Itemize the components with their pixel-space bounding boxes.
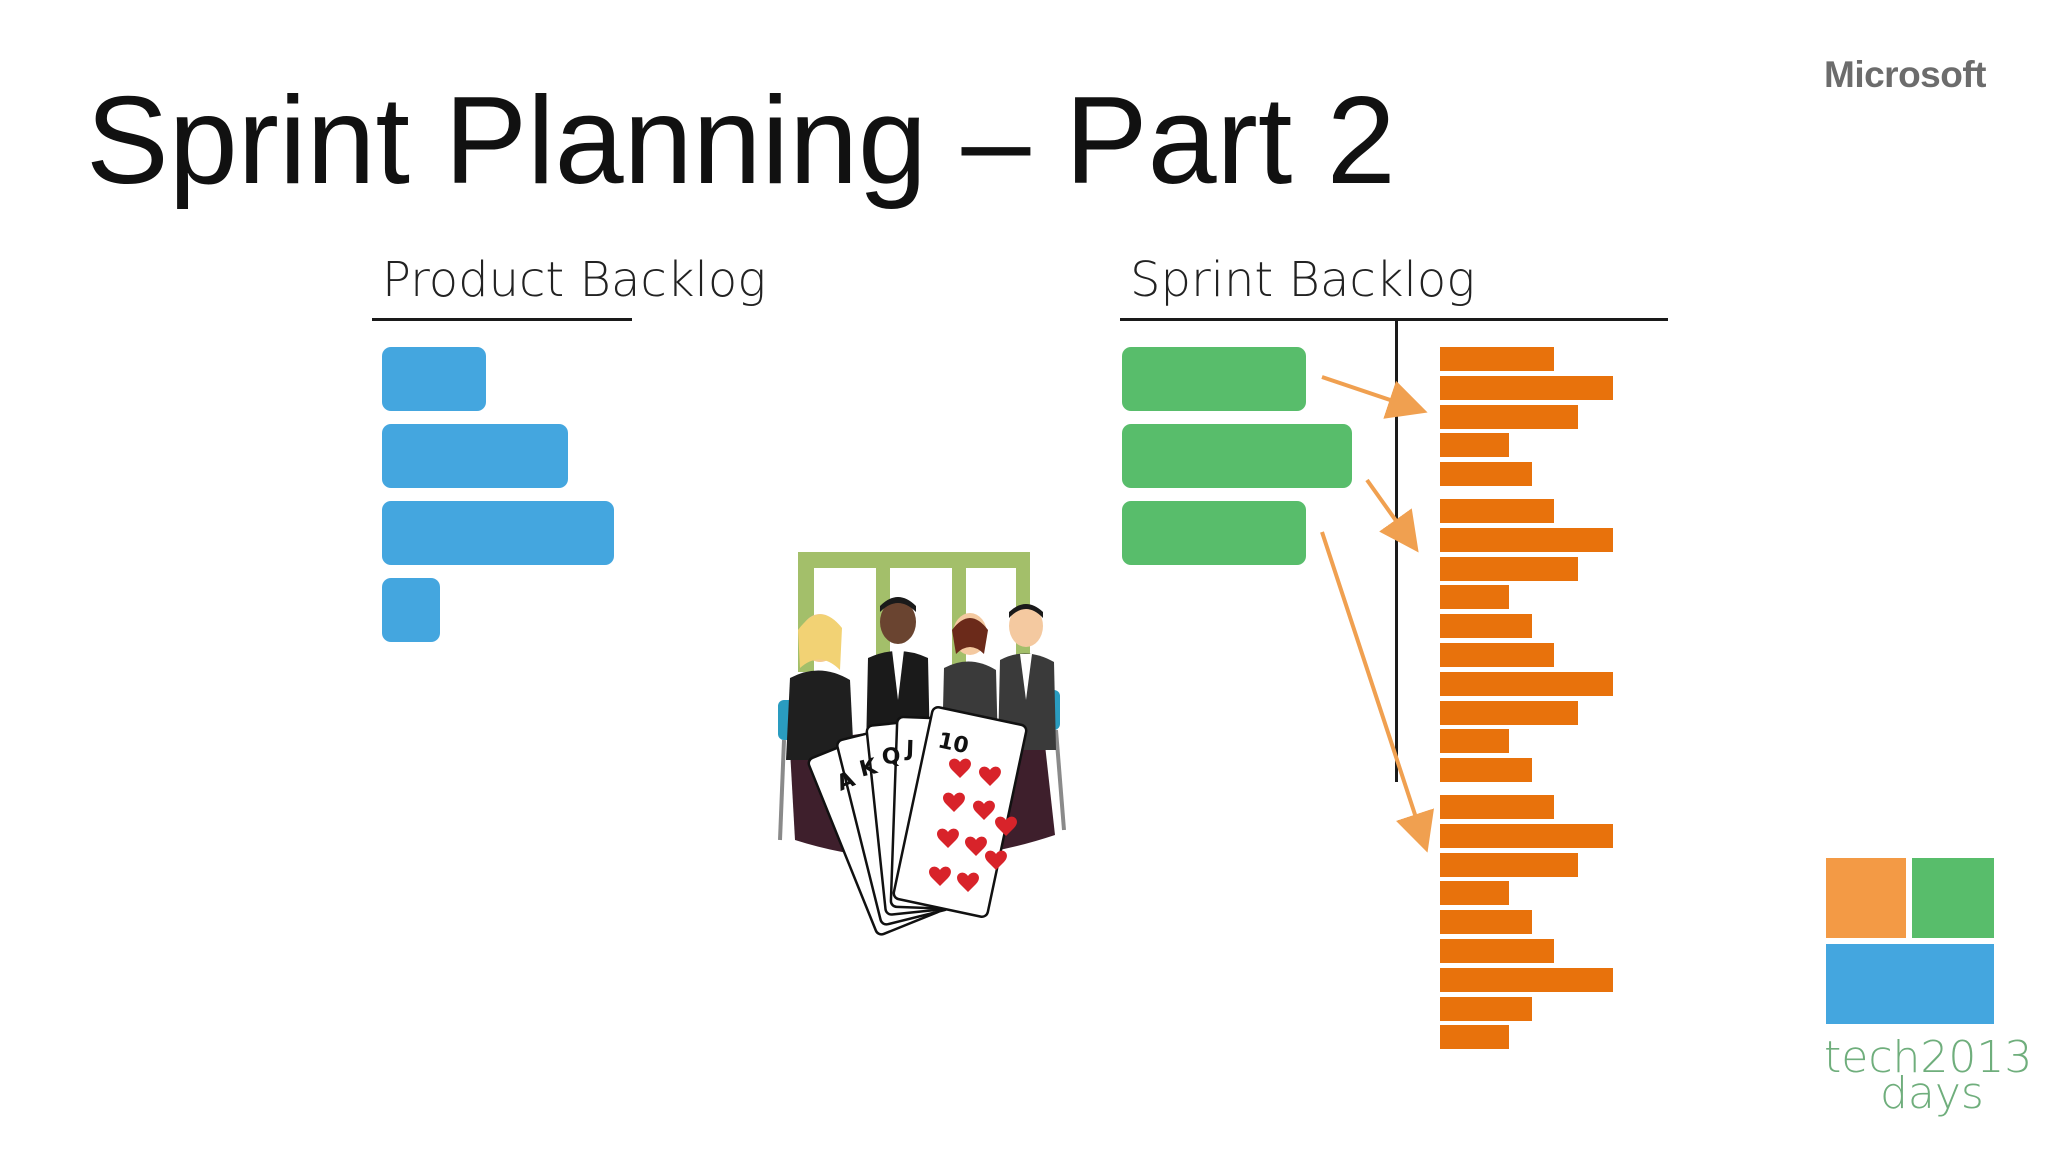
logo-text-year: 2013: [1920, 1032, 2033, 1083]
sprint-task-bar: [1440, 499, 1554, 523]
arrow-item-2: [1365, 478, 1419, 553]
card-label: 10: [936, 728, 971, 759]
product-backlog-heading: Product Backlog: [382, 252, 767, 308]
playing-cards-icon: [807, 706, 1028, 936]
sprint-task-bar: [1440, 462, 1532, 486]
sprint-task-bar: [1440, 997, 1532, 1021]
card-label: K: [857, 754, 881, 783]
arrow-item-1: [1321, 375, 1428, 419]
logo-tile-orange: [1826, 858, 1906, 938]
card-label: Q: [881, 744, 902, 771]
product-backlog-item: [382, 501, 614, 565]
sprint-backlog-item: [1122, 424, 1352, 488]
arrow-item-3: [1320, 531, 1434, 853]
product-backlog-item: [382, 578, 440, 642]
sprint-task-bar: [1440, 968, 1613, 992]
sprint-task-bar: [1440, 528, 1613, 552]
sprint-backlog-heading: Sprint Backlog: [1130, 252, 1476, 308]
sprint-task-bar: [1440, 701, 1578, 725]
sprint-task-list: [1440, 347, 1615, 1067]
product-backlog-item: [382, 424, 568, 488]
sprint-task-bar: [1440, 643, 1554, 667]
sprint-task-bar: [1440, 824, 1613, 848]
microsoft-logo-text: Microsoft: [1824, 54, 1987, 95]
sprint-task-bar: [1440, 347, 1554, 371]
sprint-task-bar: [1440, 585, 1509, 609]
logo-text-tech: tech: [1824, 1032, 1921, 1083]
logo-tile-blue: [1826, 944, 1994, 1024]
sprint-task-bar: [1440, 729, 1509, 753]
sprint-task-bar: [1440, 376, 1613, 400]
sprint-task-bar: [1440, 795, 1554, 819]
logo-tile-green: [1912, 858, 1994, 938]
heart-pips: [929, 758, 1017, 892]
sprint-backlog-list: [1122, 347, 1352, 587]
techdays-logo: [1826, 858, 1994, 1024]
sprint-task-bar: [1440, 910, 1532, 934]
sprint-task-bar: [1440, 881, 1509, 905]
sprint-task-bar: [1440, 672, 1613, 696]
sprint-task-bar: [1440, 405, 1578, 429]
slide-title: Sprint Planning – Part 2: [86, 72, 1396, 210]
techdays-wordmark: tech2013: [1824, 1036, 2032, 1080]
sprint-backlog-underline: [1120, 318, 1668, 321]
sprint-task-bar: [1440, 1025, 1509, 1049]
card-label: J: [904, 737, 915, 762]
logo-text-days: days: [1880, 1068, 1984, 1119]
sprint-task-bar: [1440, 614, 1532, 638]
sprint-backlog-item: [1122, 501, 1306, 565]
product-backlog-underline: [372, 318, 632, 321]
sprint-task-bar: [1440, 939, 1554, 963]
sprint-task-bar: [1440, 853, 1578, 877]
sprint-backlog-item: [1122, 347, 1306, 411]
sprint-task-bar: [1440, 557, 1578, 581]
product-backlog-item: [382, 347, 486, 411]
planning-poker-illustration: A K Q J 10: [778, 552, 1066, 936]
product-backlog-list: [382, 347, 622, 647]
sprint-task-bar: [1440, 758, 1532, 782]
sprint-task-bar: [1440, 433, 1509, 457]
